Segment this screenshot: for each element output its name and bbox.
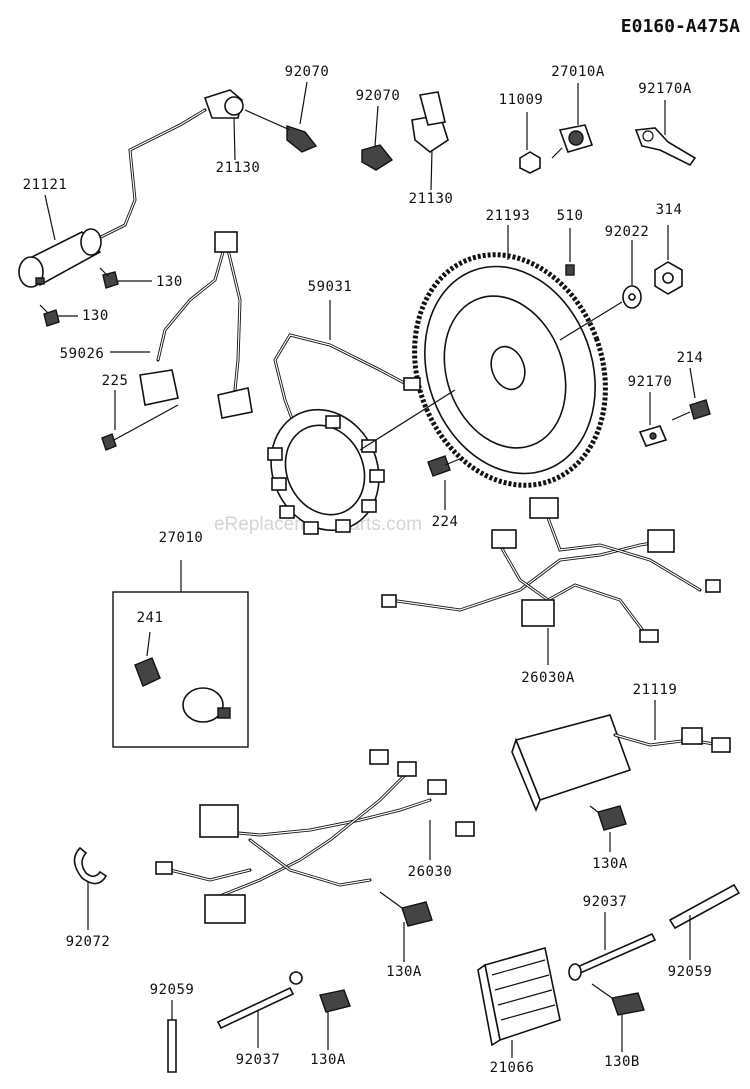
tie-92037-right	[568, 912, 657, 981]
wire-harness-26030a	[381, 497, 721, 665]
label-92070-left[interactable]: 92070	[285, 64, 330, 80]
tube-92059-right	[668, 883, 741, 960]
label-21119[interactable]: 21119	[633, 682, 678, 698]
label-26030[interactable]: 26030	[408, 864, 453, 880]
bolt-130a-harness	[379, 891, 433, 962]
bracket-92170a	[634, 100, 697, 167]
label-92037-left[interactable]: 92037	[236, 1052, 281, 1068]
wire-harness-26030	[155, 749, 475, 924]
spark-plug-cap-right	[361, 91, 449, 171]
bracket-92170	[638, 392, 668, 447]
ignition-coil	[18, 108, 207, 288]
label-21066[interactable]: 21066	[490, 1060, 535, 1076]
bolt-130a-bottom	[319, 989, 351, 1050]
label-130-top[interactable]: 130	[156, 274, 183, 290]
label-92170[interactable]: 92170	[628, 374, 673, 390]
label-224[interactable]: 224	[432, 514, 459, 530]
screw-130-top	[99, 267, 119, 289]
label-11009[interactable]: 11009	[499, 92, 544, 108]
bolt-130b	[591, 983, 645, 1052]
label-27010[interactable]: 27010	[159, 530, 204, 546]
label-92059-left[interactable]: 92059	[150, 982, 195, 998]
label-130-bottom[interactable]: 130	[82, 308, 109, 324]
screw-225	[101, 390, 179, 451]
oil-pressure-switch-27010a	[551, 83, 594, 159]
label-21193[interactable]: 21193	[486, 208, 531, 224]
spark-plug-cap-left	[203, 89, 318, 153]
label-130b[interactable]: 130B	[604, 1054, 640, 1070]
key-510	[565, 228, 575, 276]
label-21130-left[interactable]: 21130	[216, 160, 261, 176]
label-21130-right[interactable]: 21130	[409, 191, 454, 207]
label-92022[interactable]: 92022	[605, 224, 650, 240]
label-314[interactable]: 314	[656, 202, 683, 218]
label-130a-bottom[interactable]: 130A	[310, 1052, 346, 1068]
rectifier-21066	[477, 946, 561, 1058]
nut-11009	[519, 112, 541, 174]
label-92072[interactable]: 92072	[66, 934, 111, 950]
tube-92059-left	[167, 1000, 177, 1073]
label-92037-right[interactable]: 92037	[583, 894, 628, 910]
nut-314	[654, 225, 683, 295]
bolt-130a-regulator	[589, 805, 627, 852]
label-92059-right[interactable]: 92059	[668, 964, 713, 980]
screw-130-bottom	[39, 304, 60, 327]
pulser-coil-59026	[110, 231, 253, 419]
clamp-92072	[73, 846, 108, 930]
stator-59031	[267, 300, 456, 535]
label-510[interactable]: 510	[557, 208, 584, 224]
label-130a-harness[interactable]: 130A	[386, 964, 422, 980]
tie-92037-left	[216, 971, 303, 1048]
label-27010a[interactable]: 27010A	[551, 64, 605, 80]
label-225[interactable]: 225	[102, 373, 129, 389]
switch-kit-box	[112, 591, 249, 748]
label-21121[interactable]: 21121	[23, 177, 68, 193]
label-92170a[interactable]: 92170A	[638, 81, 692, 97]
label-130a-regulator[interactable]: 130A	[592, 856, 628, 872]
label-59031[interactable]: 59031	[308, 279, 353, 295]
regulator-21119	[511, 700, 731, 813]
washer-92022	[559, 240, 642, 341]
bolt-214	[671, 367, 711, 421]
diagram-code: E0160-A475A	[621, 16, 740, 37]
flywheel-21193	[412, 225, 608, 488]
bolt-241	[134, 631, 161, 687]
label-92070-right[interactable]: 92070	[356, 88, 401, 104]
bolt-224	[427, 455, 463, 510]
label-214[interactable]: 214	[677, 350, 704, 366]
oil-pressure-switch-27010	[182, 687, 231, 723]
label-59026[interactable]: 59026	[60, 346, 105, 362]
label-26030a[interactable]: 26030A	[521, 670, 575, 686]
label-241[interactable]: 241	[137, 610, 164, 626]
